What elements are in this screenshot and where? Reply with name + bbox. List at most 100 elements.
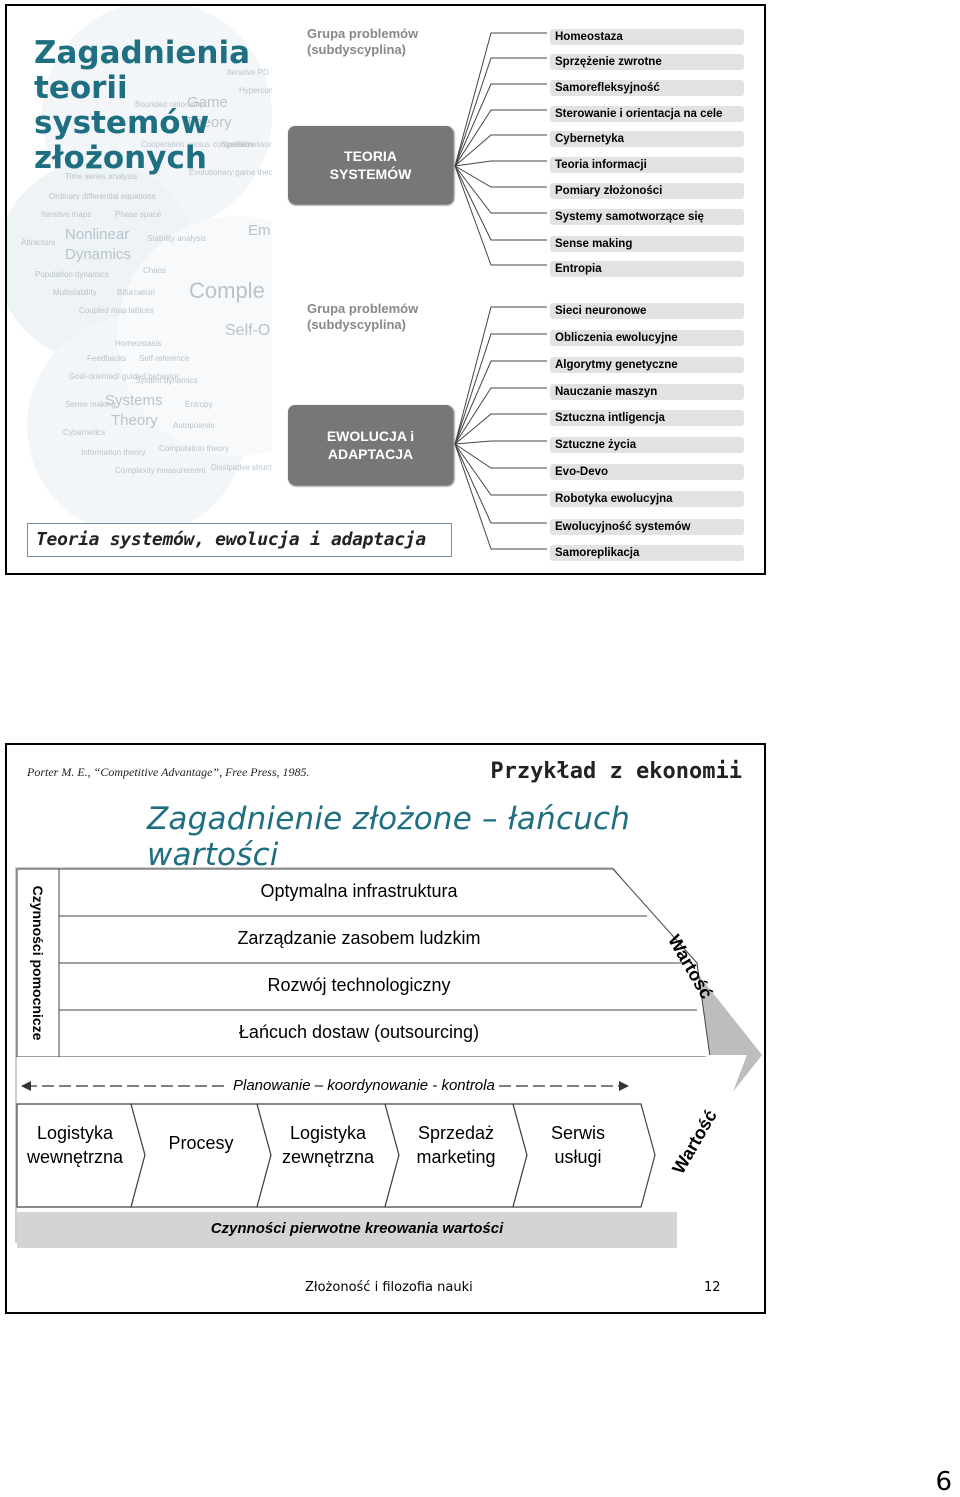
slide-complex-systems-topics: Game Theory Nonlinear Dynamics Systems T… bbox=[5, 4, 766, 575]
topic-item: Systemy samotworzące się bbox=[550, 209, 744, 225]
subtitle: Teoria systemów, ewolucja i adaptacja bbox=[36, 529, 426, 550]
support-label-cell bbox=[16, 868, 60, 1058]
support-activity: Rozwój technologiczny bbox=[267, 975, 451, 995]
topic-item: Samoreplikacja bbox=[550, 545, 744, 561]
support-label: Czynności pomocnicze bbox=[30, 885, 46, 1041]
bg-word: Homeostasis bbox=[115, 339, 162, 348]
bg-word: Self-O bbox=[225, 322, 271, 339]
bg-word: Phase space bbox=[115, 210, 162, 219]
topic-item: Ewolucyjność systemów bbox=[550, 519, 744, 535]
center-node-label: TEORIA SYSTEMÓW bbox=[329, 148, 412, 182]
topic-item: Sztuczna intligencja bbox=[550, 410, 744, 426]
primary-activity: Sprzedaż marketing bbox=[399, 1121, 513, 1169]
topic-item: Evo-Devo bbox=[550, 464, 744, 480]
chevron bbox=[130, 1103, 272, 1208]
bg-word: Multistability bbox=[53, 288, 97, 297]
bg-word: Theory bbox=[111, 412, 158, 429]
primary-activity-line: wewnętrzna bbox=[26, 1147, 124, 1167]
topic-item: Sense making bbox=[550, 236, 744, 252]
bg-word: Comple bbox=[189, 278, 265, 303]
bg-word: Iterative PD bbox=[227, 68, 269, 77]
slide-value-chain: Porter M. E., “Competitive Advantage”, F… bbox=[5, 743, 766, 1314]
subtitle-box: Teoria systemów, ewolucja i adaptacja bbox=[27, 523, 452, 557]
arrow-right-icon bbox=[619, 1081, 629, 1091]
title-line: teorii bbox=[34, 70, 128, 106]
primary-activity: Logistyka zewnętrzna bbox=[271, 1121, 385, 1169]
arrow-left-icon bbox=[21, 1081, 31, 1091]
slide-title: Zagadnienia teorii systemów złożonych bbox=[34, 36, 250, 176]
background-concept-map: Game Theory Nonlinear Dynamics Systems T… bbox=[7, 6, 272, 571]
topic-item: Cybernetyka bbox=[550, 131, 744, 147]
topic-item: Sieci neuronowe bbox=[550, 303, 744, 319]
primary-label-band bbox=[17, 1212, 677, 1248]
bg-word: Dissipative structures bbox=[211, 463, 272, 472]
group-label: Grupa problemów (subdyscyplina) bbox=[307, 301, 419, 332]
topic-item: Obliczenia ewolucyjne bbox=[550, 330, 744, 346]
bg-word: Theory bbox=[185, 114, 232, 131]
bg-word: Stability analysis bbox=[147, 234, 207, 243]
bg-word: Game bbox=[187, 94, 228, 111]
bg-word: Bifurcation bbox=[117, 288, 155, 297]
bg-word: Autopoiesis bbox=[173, 421, 215, 430]
reference-citation: Porter M. E., “Competitive Advantage”, F… bbox=[27, 765, 310, 779]
connector-lines bbox=[454, 32, 547, 550]
support-activity: Łańcuch dostaw (outsourcing) bbox=[238, 1022, 480, 1042]
bg-word: Self-reference bbox=[139, 354, 190, 363]
topic-item: Teoria informacji bbox=[550, 157, 744, 173]
bg-word: Feedbacks bbox=[87, 354, 127, 363]
primary-activity: Logistyka wewnętrzna bbox=[19, 1121, 131, 1169]
bg-word: Nonlinear bbox=[65, 226, 130, 243]
primary-activity-line: usługi bbox=[554, 1147, 602, 1167]
bg-word: Computation theory bbox=[159, 444, 229, 453]
bg-word: Ordinary differential equations bbox=[49, 192, 156, 201]
value-chain-diagram bbox=[15, 867, 762, 1248]
bg-word: Goal-oriented/ guided behavior bbox=[69, 372, 179, 381]
slide-number: 12 bbox=[704, 1280, 721, 1295]
topic-item: Sprzężenie zwrotne bbox=[550, 54, 744, 70]
primary-activity: Serwis usługi bbox=[521, 1121, 635, 1169]
bg-word: Cybernetics bbox=[63, 428, 106, 437]
primary-activity: Procesy bbox=[145, 1131, 257, 1155]
bg-word: Iterative maps bbox=[41, 210, 92, 219]
example-label: Przykład z ekonomii bbox=[490, 759, 742, 784]
bg-word: Cooperation versus competition bbox=[141, 140, 254, 149]
group-label: Grupa problemów (subdyscyplina) bbox=[307, 26, 419, 57]
topic-item: Sterowanie i orientacja na cele bbox=[550, 106, 744, 122]
topic-item: Nauczanie maszyn bbox=[550, 384, 744, 400]
bg-word: Coupled map lattices bbox=[79, 306, 154, 315]
center-node-evolution-adaptation: EWOLUCJA i ADAPTACJA bbox=[288, 405, 453, 485]
page-number: 6 bbox=[935, 1467, 952, 1497]
background-circles bbox=[7, 6, 272, 536]
topic-item: Entropia bbox=[550, 261, 744, 277]
bg-word: Systems bbox=[105, 392, 163, 409]
support-activity: Zarządzanie zasobem ludzkim bbox=[237, 928, 481, 948]
topic-item: Sztuczne życia bbox=[550, 437, 744, 453]
chevron bbox=[512, 1103, 656, 1208]
bg-word: Population dynamics bbox=[35, 270, 109, 279]
planning-label: Planowanie – koordynowanie - kontrola bbox=[233, 1077, 495, 1094]
primary-activity-line: marketing bbox=[416, 1147, 496, 1167]
bg-word: Dynamics bbox=[65, 246, 131, 263]
primary-activity-line: Serwis bbox=[550, 1123, 605, 1143]
support-label-wrapper: Czynności pomocnicze bbox=[17, 869, 59, 1057]
bg-word: Time series analysis bbox=[65, 172, 138, 181]
center-node-systems-theory: TEORIA SYSTEMÓW bbox=[288, 126, 453, 204]
title-line: złożonych bbox=[34, 140, 207, 176]
title-line: systemów bbox=[34, 105, 210, 141]
topic-item: Pomiary złożoności bbox=[550, 183, 744, 199]
bg-word: Complexity measurement bbox=[115, 466, 206, 475]
support-activity: Optymalna infrastruktura bbox=[260, 881, 458, 901]
bg-word: Sense making bbox=[65, 400, 116, 409]
bg-word: Hypercomm bbox=[239, 86, 272, 95]
topic-item: Homeostaza bbox=[550, 29, 744, 45]
primary-activities-label: Czynności pierwotne kreowania wartości bbox=[210, 1220, 504, 1237]
primary-activity-line: Sprzedaż bbox=[417, 1123, 495, 1143]
bg-word: Em bbox=[248, 222, 271, 239]
bg-word: System dynamics bbox=[135, 376, 198, 385]
primary-activity-line: Logistyka bbox=[289, 1123, 367, 1143]
primary-activity-line: Logistyka bbox=[36, 1123, 114, 1143]
bg-word: Spatial/network game theory bbox=[221, 140, 272, 149]
topic-item: Algorytmy genetyczne bbox=[550, 357, 744, 373]
topic-item: Samorefleksyjność bbox=[550, 80, 744, 96]
bg-word: Bounded rationality bbox=[135, 100, 204, 109]
